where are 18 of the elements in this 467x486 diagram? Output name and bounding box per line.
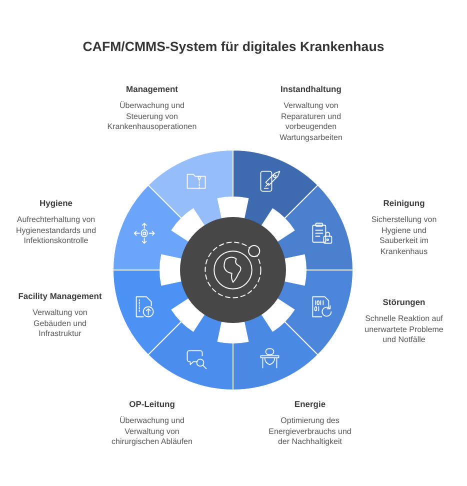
segment-heading: Hygiene [38, 198, 74, 209]
segment-heading: Störungen [382, 297, 426, 308]
segment-heading: OP-Leitung [128, 399, 176, 410]
segment-heading: Instandhaltung [280, 84, 342, 95]
segment-description: Überwachung und Verwaltung von chirurgischen Abläufen [111, 416, 193, 448]
segment-heading: Management [126, 84, 178, 95]
segment-heading: Reinigung [382, 198, 426, 209]
segment-description: Optimierung des Energieverbrauchs und der Nachhaltigkeit [268, 416, 352, 448]
segment-description: Aufrechterhaltung von Hygienestandards und Infektionskontrolle [15, 215, 97, 246]
segment-description: Sicherstellung von Hygiene und Sauberkeit im Krankenhaus [370, 215, 438, 257]
segment-description: Verwaltung von Reparaturen und vorbeugenden Wartungsarbeiten [279, 101, 343, 143]
segment-description: Überwachung und Steuerung von Krankenhausoperationen [106, 101, 198, 132]
center-circle [180, 217, 286, 323]
diagram-title: CAFM/CMMS-System für digitales Krankenhaus [82, 39, 384, 54]
segment-description: Schnelle Reaktion auf unerwartete Probleme und Notfälle [364, 314, 444, 346]
segment-heading: Facility Management [18, 291, 102, 302]
segment-description: Verwaltung von Gebäuden und Infrastruktur [32, 308, 88, 340]
segment-heading: Energie [294, 399, 326, 410]
